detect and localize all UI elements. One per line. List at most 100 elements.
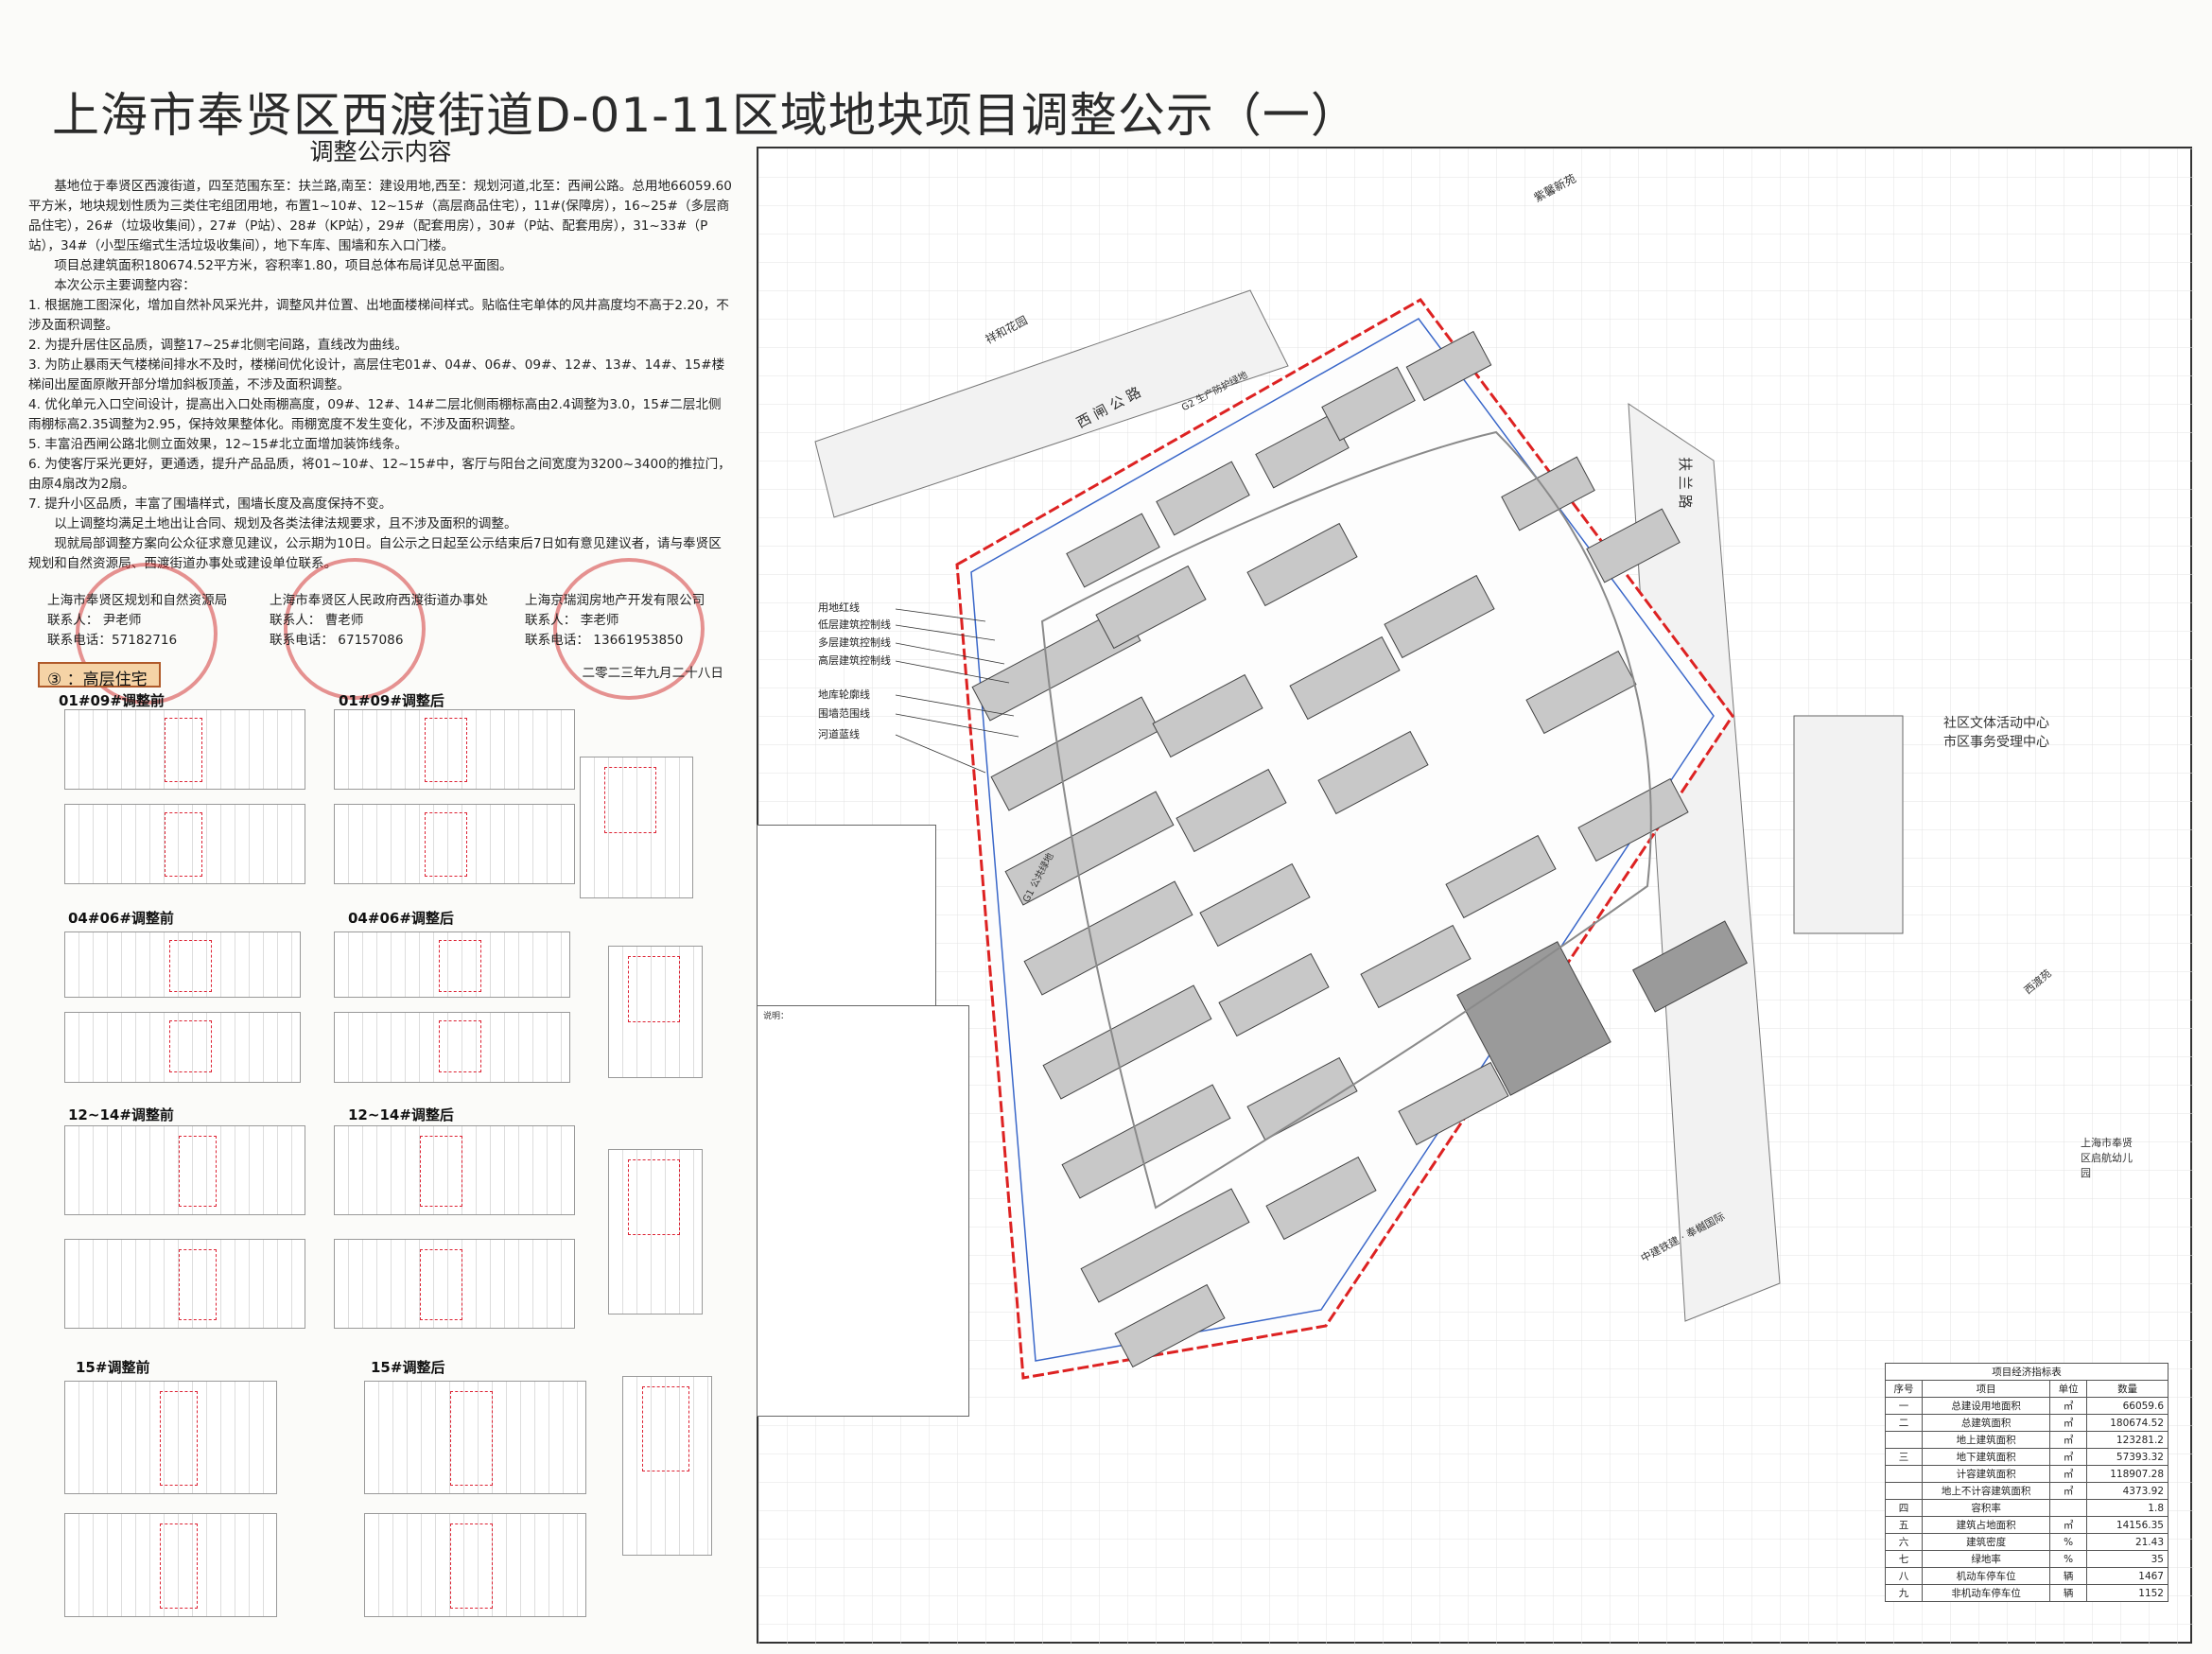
col-header: 项目 — [1922, 1380, 2051, 1398]
table-cell: 地上不计容建筑面积 — [1922, 1482, 2051, 1500]
paragraph: 2. 为提升居住区品质，调整17~25#北侧宅间路，直线改为曲线。 — [28, 338, 408, 353]
paragraph: 1. 根据施工图深化，增加自然补风采光井，调整风井位置、出地面楼梯间样式。贴临住… — [28, 298, 729, 333]
floorplan-thumbnail — [64, 931, 301, 998]
paragraph: 本次公示主要调整内容： — [54, 278, 196, 293]
table-cell: 七 — [1884, 1550, 1924, 1568]
red-seal-stamp — [76, 563, 218, 705]
thumb-label: 01#09#调整后 — [339, 692, 444, 709]
section-thumbnail — [622, 1376, 712, 1556]
red-seal-stamp — [553, 558, 705, 700]
table-cell: ㎡ — [2049, 1465, 2088, 1483]
table-cell: 三 — [1884, 1448, 1924, 1466]
paragraph: 4. 优化单元入口空间设计，提高出入口处雨棚高度，09#、12#、14#二层北侧… — [28, 397, 722, 432]
section-thumbnail — [608, 1149, 703, 1314]
floorplan-thumbnail — [334, 1012, 570, 1083]
table-cell: 八 — [1884, 1567, 1924, 1585]
thumb-label: 04#06#调整前 — [68, 910, 174, 927]
floorplan-thumbnail — [64, 804, 305, 884]
floorplan-thumbnail — [64, 1239, 305, 1329]
announcement-heading: 调整公示内容 — [309, 138, 452, 165]
org-phone: 联系电话： 67157086 — [270, 633, 404, 648]
table-cell: 1.8 — [2086, 1499, 2168, 1517]
legend-item: 地库轮廓线 — [818, 688, 870, 701]
table-cell: 容积率 — [1922, 1499, 2051, 1517]
table-cell: ㎡ — [2049, 1431, 2088, 1449]
table-cell: 21.43 — [2086, 1533, 2168, 1551]
paragraph: 7. 提升小区品质，丰富了围墙样式，围墙长度及高度保持不变。 — [28, 496, 392, 512]
notes-heading: 说明： — [763, 1012, 790, 1021]
site-plan-drawing — [758, 148, 2194, 1645]
symbol-legend-box — [757, 825, 936, 1009]
table-cell: 五 — [1884, 1516, 1924, 1534]
table-cell: 57393.32 — [2086, 1448, 2168, 1466]
table-cell: 非机动车停车位 — [1922, 1584, 2051, 1602]
area-label: 上海市奉贤区启航幼儿园 — [2081, 1137, 2133, 1179]
table-cell: 35 — [2086, 1550, 2168, 1568]
paragraph: 6. 为使客厅采光更好，更通透，提升产品品质，将01~10#、12~15#中，客… — [28, 457, 731, 492]
org-name: 上海市奉贤区人民政府西渡街道办事处 — [270, 593, 489, 608]
legend-item: 多层建筑控制线 — [818, 636, 891, 649]
table-cell: 九 — [1884, 1584, 1924, 1602]
org-name: 上海市奉贤区规划和自然资源局 — [47, 593, 228, 608]
legend-item: 河道蓝线 — [818, 728, 860, 740]
org-contact: 联系人： 李老师 — [525, 613, 619, 628]
legend-item: 围墙范围线 — [818, 707, 870, 720]
table-cell: 总建筑面积 — [1922, 1414, 2051, 1432]
red-seal-stamp — [284, 558, 426, 700]
table-cell: 180674.52 — [2086, 1414, 2168, 1432]
legend-item: 高层建筑控制线 — [818, 654, 891, 667]
table-cell: 机动车停车位 — [1922, 1567, 2051, 1585]
table-cell: ㎡ — [2049, 1397, 2088, 1415]
road-label: 扶 兰 路 — [1676, 457, 1694, 509]
table-cell: ㎡ — [2049, 1414, 2088, 1432]
table-cell: 计容建筑面积 — [1922, 1465, 2051, 1483]
announcement-date: 二零二三年九月二十八日 — [582, 666, 723, 681]
table-cell: % — [2049, 1533, 2088, 1551]
col-header: 单位 — [2049, 1380, 2088, 1398]
table-cell: 4373.92 — [2086, 1482, 2168, 1500]
table-cell — [2049, 1499, 2088, 1517]
col-header: 数量 — [2086, 1380, 2168, 1398]
table-cell: 一 — [1884, 1397, 1924, 1415]
table-caption: 项目经济指标表 — [1885, 1363, 2168, 1381]
col-header: 序号 — [1884, 1380, 1924, 1398]
table-header-row: 序号 项目 单位 数量 — [1884, 1380, 2168, 1398]
floorplan-thumbnail — [64, 1012, 301, 1083]
thumb-label: 15#调整后 — [371, 1359, 445, 1376]
org-planning-bureau: 上海市奉贤区规划和自然资源局 联系人： 尹老师 联系电话：57182716 — [47, 591, 227, 651]
table-cell: 地上建筑面积 — [1922, 1431, 2051, 1449]
legend-item: 低层建筑控制线 — [818, 618, 891, 631]
site-plan-frame — [757, 147, 2194, 1645]
floorplan-thumbnail — [364, 1513, 586, 1617]
paragraph: 现就局部调整方案向公众征求意见建议，公示期为10日。自公示之日起至公示结束后7日… — [28, 536, 722, 571]
table-cell: 建筑密度 — [1922, 1533, 2051, 1551]
floorplan-thumbnail — [64, 1381, 277, 1494]
section-thumbnail — [608, 946, 703, 1078]
floorplan-thumbnail — [334, 1239, 575, 1329]
table-cell: 绿地率 — [1922, 1550, 2051, 1568]
table-cell: 地下建筑面积 — [1922, 1448, 2051, 1466]
org-contact: 联系人： 尹老师 — [47, 613, 142, 628]
thumb-label: 12~14#调整后 — [348, 1106, 454, 1123]
org-phone: 联系电话： 13661953850 — [525, 633, 684, 648]
legend-item: 用地红线 — [818, 601, 860, 614]
floorplan-thumbnail — [364, 1381, 586, 1494]
org-name: 上海京瑞润房地产开发有限公司 — [525, 593, 705, 608]
page-title: 上海市奉贤区西渡街道D-01-11区域地块项目调整公示（一） — [52, 88, 1359, 143]
floorplan-thumbnail — [334, 709, 575, 790]
design-notes: 说明： — [757, 1005, 969, 1417]
org-phone: 联系电话：57182716 — [47, 633, 178, 648]
thumb-label: 01#09#调整前 — [59, 692, 165, 709]
table-cell: 辆 — [2049, 1584, 2088, 1602]
